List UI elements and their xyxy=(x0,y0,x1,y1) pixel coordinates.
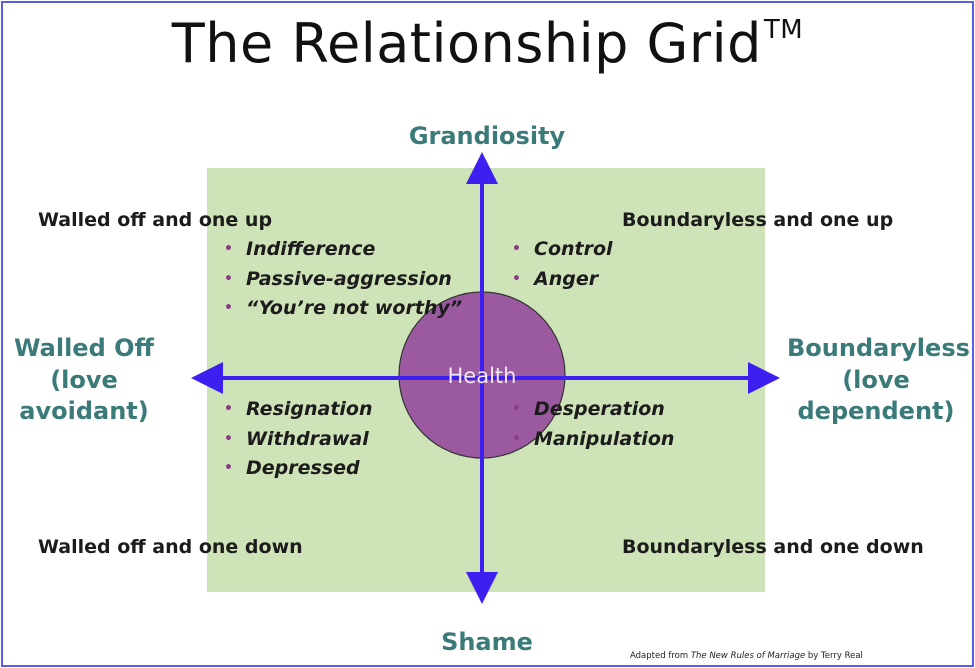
bullet-icon: • xyxy=(512,401,521,417)
list-item-text: Passive-aggression xyxy=(246,267,452,290)
trademark-symbol: TM xyxy=(763,15,804,45)
list-item: • Passive-aggression xyxy=(224,265,462,295)
bullet-icon: • xyxy=(224,270,233,287)
bullet-icon: • xyxy=(224,300,233,316)
list-item-text: Desperation xyxy=(534,398,665,420)
bullet-icon: • xyxy=(512,241,521,257)
walled-off-line-2: (love xyxy=(50,365,118,394)
quadrant-heading-bottom-right: Boundaryless and one down xyxy=(622,536,924,558)
slide-title: The Relationship GridTM xyxy=(0,12,975,75)
list-item-text: Anger xyxy=(534,267,599,290)
list-item: • Resignation xyxy=(224,395,373,425)
list-item-text: Manipulation xyxy=(534,427,675,450)
bullet-icon: • xyxy=(512,270,521,287)
list-item-text: Resignation xyxy=(246,398,373,420)
bullet-icon: • xyxy=(224,241,233,257)
health-label: Health xyxy=(447,364,517,388)
list-item: • Control xyxy=(512,235,613,265)
list-item: • Depressed xyxy=(224,454,373,484)
list-item: • Manipulation xyxy=(512,425,674,455)
quadrant-list-top-right: • Control • Anger xyxy=(512,235,613,294)
quadrant-heading-bottom-left: Walled off and one down xyxy=(38,536,303,558)
bullet-icon: • xyxy=(224,430,233,447)
quadrant-heading-top-left: Walled off and one up xyxy=(38,209,273,231)
credit-suffix: by Terry Real xyxy=(807,651,863,661)
source-credit: Adapted from The New Rules of Marriage b… xyxy=(630,651,863,661)
list-item: • Anger xyxy=(512,265,613,295)
credit-prefix: Adapted from xyxy=(630,651,689,661)
list-item: • “You’re not worthy” xyxy=(224,294,462,324)
quadrant-list-bottom-right: • Desperation • Manipulation xyxy=(512,395,674,454)
list-item-text: “You’re not worthy” xyxy=(246,297,463,319)
walled-off-line-1: Walled Off xyxy=(14,334,154,362)
list-item: • Withdrawal xyxy=(224,425,373,455)
list-item-text: Indifference xyxy=(246,238,376,260)
boundaryless-line-3: dependent) xyxy=(797,397,955,426)
axis-label-walled-off: Walled Off (love avoidant) xyxy=(4,333,164,428)
quadrant-list-bottom-left: • Resignation • Withdrawal • Depressed xyxy=(224,395,373,484)
bullet-icon: • xyxy=(512,430,521,447)
quadrant-heading-top-right: Boundaryless and one up xyxy=(622,209,894,231)
bullet-icon: • xyxy=(224,401,233,417)
credit-book-title: The New Rules of Marriage xyxy=(690,651,806,661)
walled-off-line-3: avoidant) xyxy=(19,397,149,426)
list-item: • Indifference xyxy=(224,235,462,265)
bullet-icon: • xyxy=(224,460,233,476)
list-item-text: Depressed xyxy=(246,457,360,479)
list-item-text: Control xyxy=(534,238,613,260)
boundaryless-line-2: (love xyxy=(842,365,910,394)
title-text: The Relationship Grid xyxy=(171,12,762,75)
axis-label-shame: Shame xyxy=(441,628,533,656)
list-item-text: Withdrawal xyxy=(246,427,369,450)
axis-label-grandiosity: Grandiosity xyxy=(408,122,566,150)
boundaryless-line-1: Boundaryless xyxy=(787,334,970,362)
axis-label-boundaryless: Boundaryless (love dependent) xyxy=(787,333,970,428)
list-item: • Desperation xyxy=(512,395,674,425)
quadrant-list-top-left: • Indifference • Passive-aggression • “You’… xyxy=(224,235,462,324)
